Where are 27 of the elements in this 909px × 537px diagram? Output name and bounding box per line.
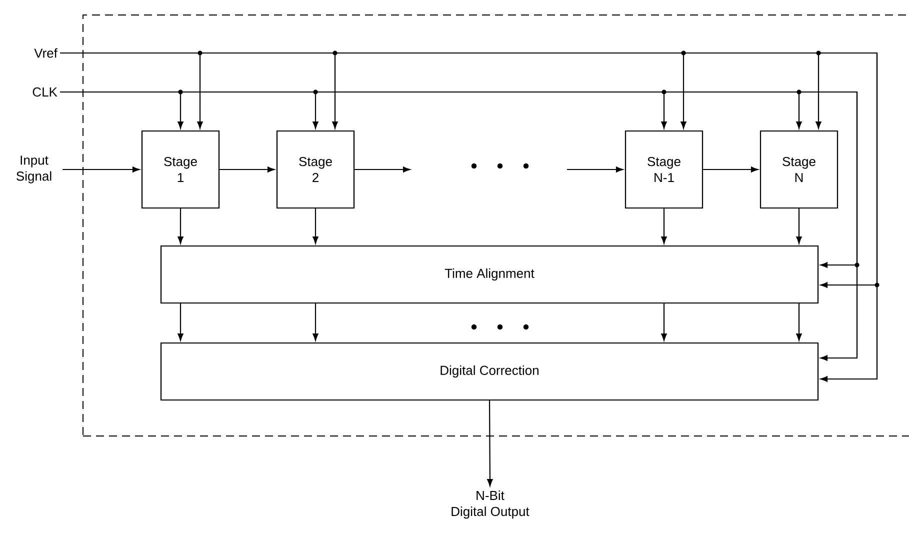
output-label: N-Bit Digital Output: [452, 490, 530, 519]
stage-box: Stage 2: [276, 130, 355, 209]
block-box: Digital Correction: [160, 342, 819, 401]
arrow: [178, 304, 184, 341]
signal-label: Vref: [34, 48, 58, 58]
stage-box: Stage N-1: [624, 130, 704, 209]
arrow: [178, 208, 184, 244]
arrow: [312, 208, 318, 244]
arrow: [354, 166, 410, 172]
arrow: [703, 166, 758, 172]
block-box: Time Alignment: [160, 245, 819, 304]
arrow: [661, 304, 667, 341]
arrow: [62, 166, 140, 172]
arrow: [220, 166, 275, 172]
signal-label: CLK: [32, 87, 58, 97]
arrow: [312, 304, 318, 341]
arrow: [487, 400, 493, 486]
arrow: [567, 166, 624, 172]
dashed-boundary: [82, 14, 909, 436]
arrow: [796, 208, 802, 244]
stage-box: Stage 1: [141, 130, 220, 209]
input-label: Input Signal: [16, 156, 52, 184]
arrow: [661, 208, 667, 244]
arrow: [796, 304, 802, 341]
stage-box: Stage N: [760, 130, 838, 209]
arrow: [60, 52, 878, 382]
arrow: [60, 91, 858, 361]
